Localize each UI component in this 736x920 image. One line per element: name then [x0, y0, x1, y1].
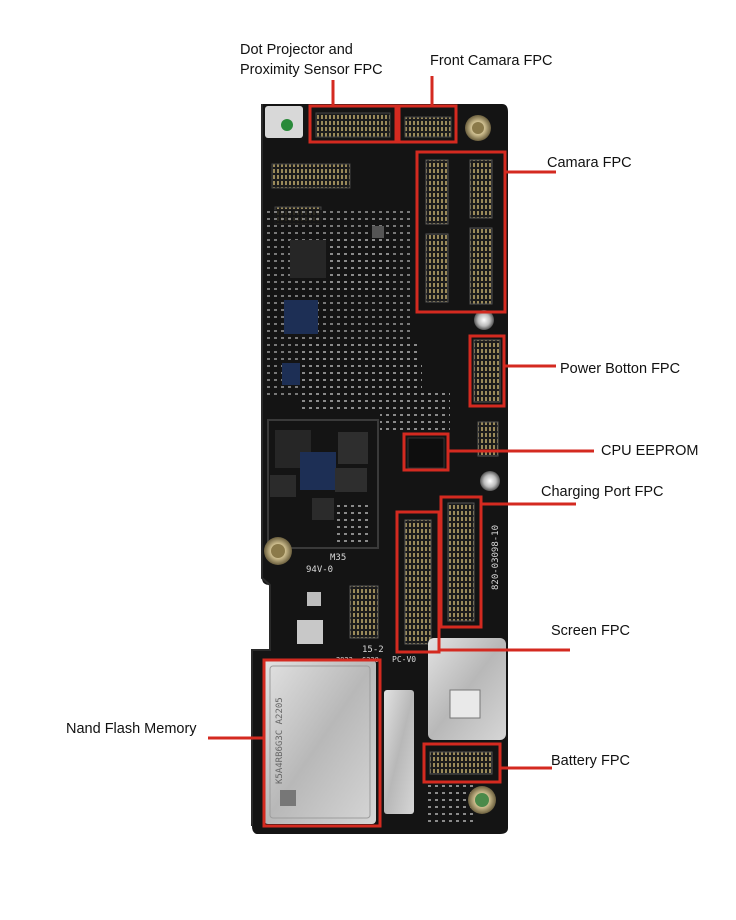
- board-part-number: 820-03098-10: [491, 525, 501, 590]
- board-marking-b: 94V-0: [306, 565, 333, 575]
- box-front-camera: [397, 104, 458, 144]
- nand-shield: K5A4RB6G3C A2205: [264, 660, 376, 824]
- box-nand-flash: [262, 658, 382, 828]
- label-battery: Battery FPC: [551, 753, 630, 769]
- box-battery: [422, 742, 502, 784]
- board-marking-d: PC-V0: [392, 655, 416, 664]
- label-power-button: Power Botton FPC: [560, 361, 681, 377]
- proximity-module: [265, 106, 303, 138]
- box-dot-projector: [308, 104, 398, 144]
- box-power-button: [468, 334, 506, 408]
- label-nand-flash: Nand Flash Memory: [66, 721, 197, 737]
- screen-charging-connectors: 820-03098-10: [404, 502, 501, 645]
- label-camera: Camara FPC: [547, 155, 632, 171]
- label-cpu-eeprom: CPU EEPROM: [601, 443, 699, 459]
- board-marking-a: M35: [330, 553, 346, 563]
- right-shield: [428, 638, 506, 740]
- label-charging-port: Charging Port FPC: [541, 484, 664, 500]
- highlight-boxes: [262, 104, 507, 828]
- power-button-area: [473, 310, 501, 491]
- lower-left-components: [297, 585, 379, 644]
- label-front-camera: Front Camara FPC: [430, 53, 553, 69]
- box-screen: [395, 510, 441, 654]
- label-dot-projector: Dot Projector and Proximity Sensor FPC: [240, 42, 383, 78]
- battery-area: [428, 751, 496, 826]
- nand-chip-text: K5A4RB6G3C A2205: [275, 697, 285, 784]
- leader-lines: [208, 76, 594, 770]
- component-field: [266, 210, 450, 549]
- box-camera: [415, 150, 507, 314]
- label-screen: Screen FPC: [551, 623, 630, 639]
- left-screw: [264, 537, 292, 565]
- metal-bracket: [384, 690, 414, 814]
- camera-connectors: [425, 159, 493, 305]
- box-charging-port: [439, 495, 483, 629]
- board-marking-c: 15-2: [362, 645, 384, 655]
